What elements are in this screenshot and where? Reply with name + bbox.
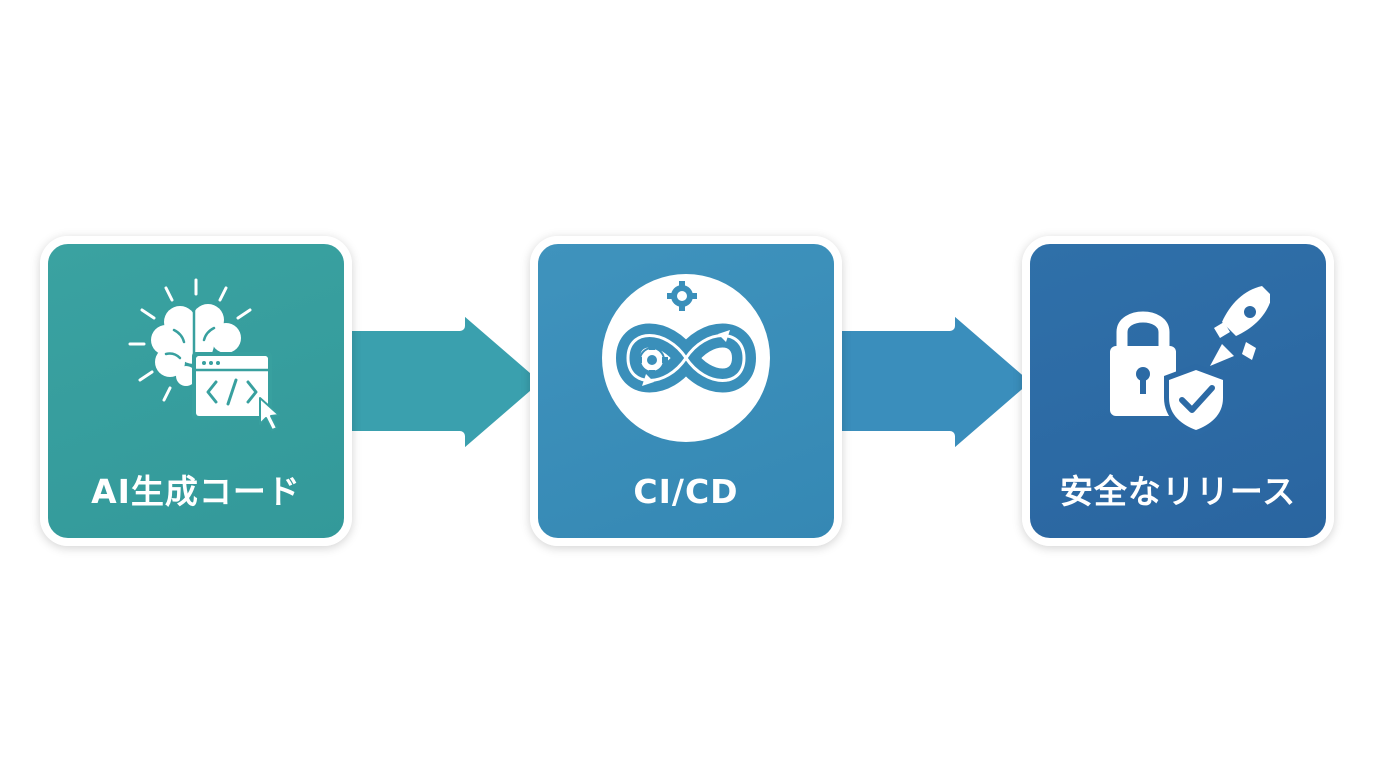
brain-code-icon <box>128 278 280 431</box>
cicd-infinity-gears-icon <box>602 274 770 442</box>
connector-arrow-2 <box>825 301 1043 463</box>
shield-icon <box>1164 364 1228 436</box>
step-label: CI/CD <box>633 472 739 511</box>
step-label: 安全なリリース <box>1059 472 1297 511</box>
connector-arrow-1 <box>335 301 553 463</box>
step-safe-release: 安全なリリース <box>1022 236 1334 546</box>
step-label: AI生成コード <box>91 472 301 511</box>
step-ci-cd: CI/CD <box>530 236 842 546</box>
arrow-right-icon <box>335 301 553 463</box>
lock-shield-rocket-icon <box>1110 286 1270 436</box>
lock-icon <box>1110 311 1176 416</box>
arrow-right-icon <box>825 301 1043 463</box>
step-ai-generated-code: AI生成コード <box>40 236 352 546</box>
rocket-icon <box>1210 286 1270 366</box>
